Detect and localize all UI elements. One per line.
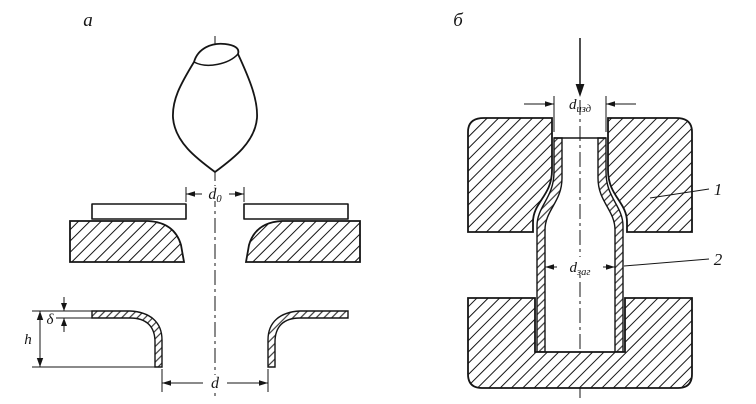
dim-izd-lines [524,96,636,132]
blank-left [91,203,187,220]
dim-d0-label: d0 [208,186,222,205]
formed-part-left [91,310,163,368]
panel-b-label: б [453,10,464,31]
formed-part-right [267,310,349,368]
callout-1-leader [649,188,710,199]
upper-die-left [467,117,553,233]
die-left [69,220,186,263]
upper-die-right [607,117,693,233]
lower-die [467,297,693,389]
callout-workpiece-label: 2 [714,250,723,269]
dim-zag-label: dзаг [570,260,591,278]
die-right [244,220,361,263]
dim-zag-text-mask [557,257,603,274]
punch-top-face-curve [193,53,239,66]
punch [172,42,258,173]
force-arrow-head [575,84,585,97]
dim-izd-label: dизд [569,97,591,115]
panel-a: а d0 d h δ [24,10,361,398]
blank-right [243,203,349,220]
panel-a-label: а [83,10,93,31]
dim-d-text-mask [203,375,227,389]
callout-die-label: 1 [714,180,723,199]
dim-d0-text-mask [202,186,229,201]
panel-b: б dизд dзаг 1 2 [453,10,723,398]
callout-2-leader [623,258,710,267]
dim-d-label: d [211,375,220,392]
dim-delta-label: δ [47,312,55,328]
dim-h-label: h [24,332,32,348]
